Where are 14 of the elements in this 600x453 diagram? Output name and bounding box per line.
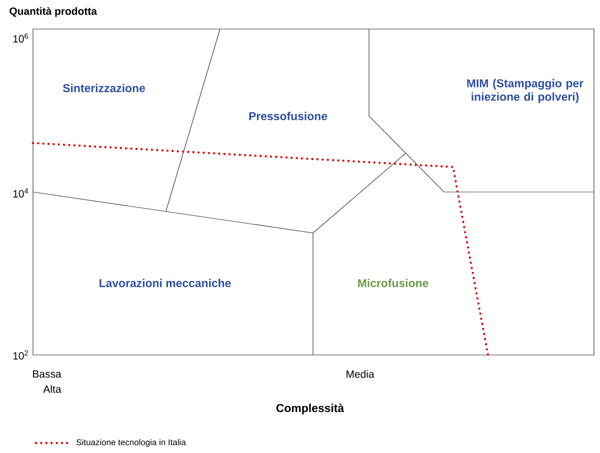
region-label: Sinterizzazione: [62, 84, 145, 92]
axis-title: Quantità prodotta: [10, 7, 97, 17]
tick-label: Alta: [43, 385, 62, 393]
tick-label: 10$^{4}$: [13, 188, 28, 198]
axis-title: Complessità: [276, 404, 344, 414]
region-label: Lavorazioni meccaniche: [100, 278, 231, 288]
region-label: MIM (Stampaggio per iniezione di polveri): [467, 78, 584, 104]
region-label: Pressofusione: [249, 112, 328, 120]
tick-label: 10$^{2}$: [13, 350, 28, 360]
tick-label: Media: [346, 370, 374, 378]
tick-label: 10$^{6}$: [13, 33, 28, 43]
tick-label: Bassa: [33, 370, 62, 378]
legend-text: Situazione tecnologia in Italia: [76, 439, 186, 447]
region-label: Microfusione: [358, 278, 428, 288]
